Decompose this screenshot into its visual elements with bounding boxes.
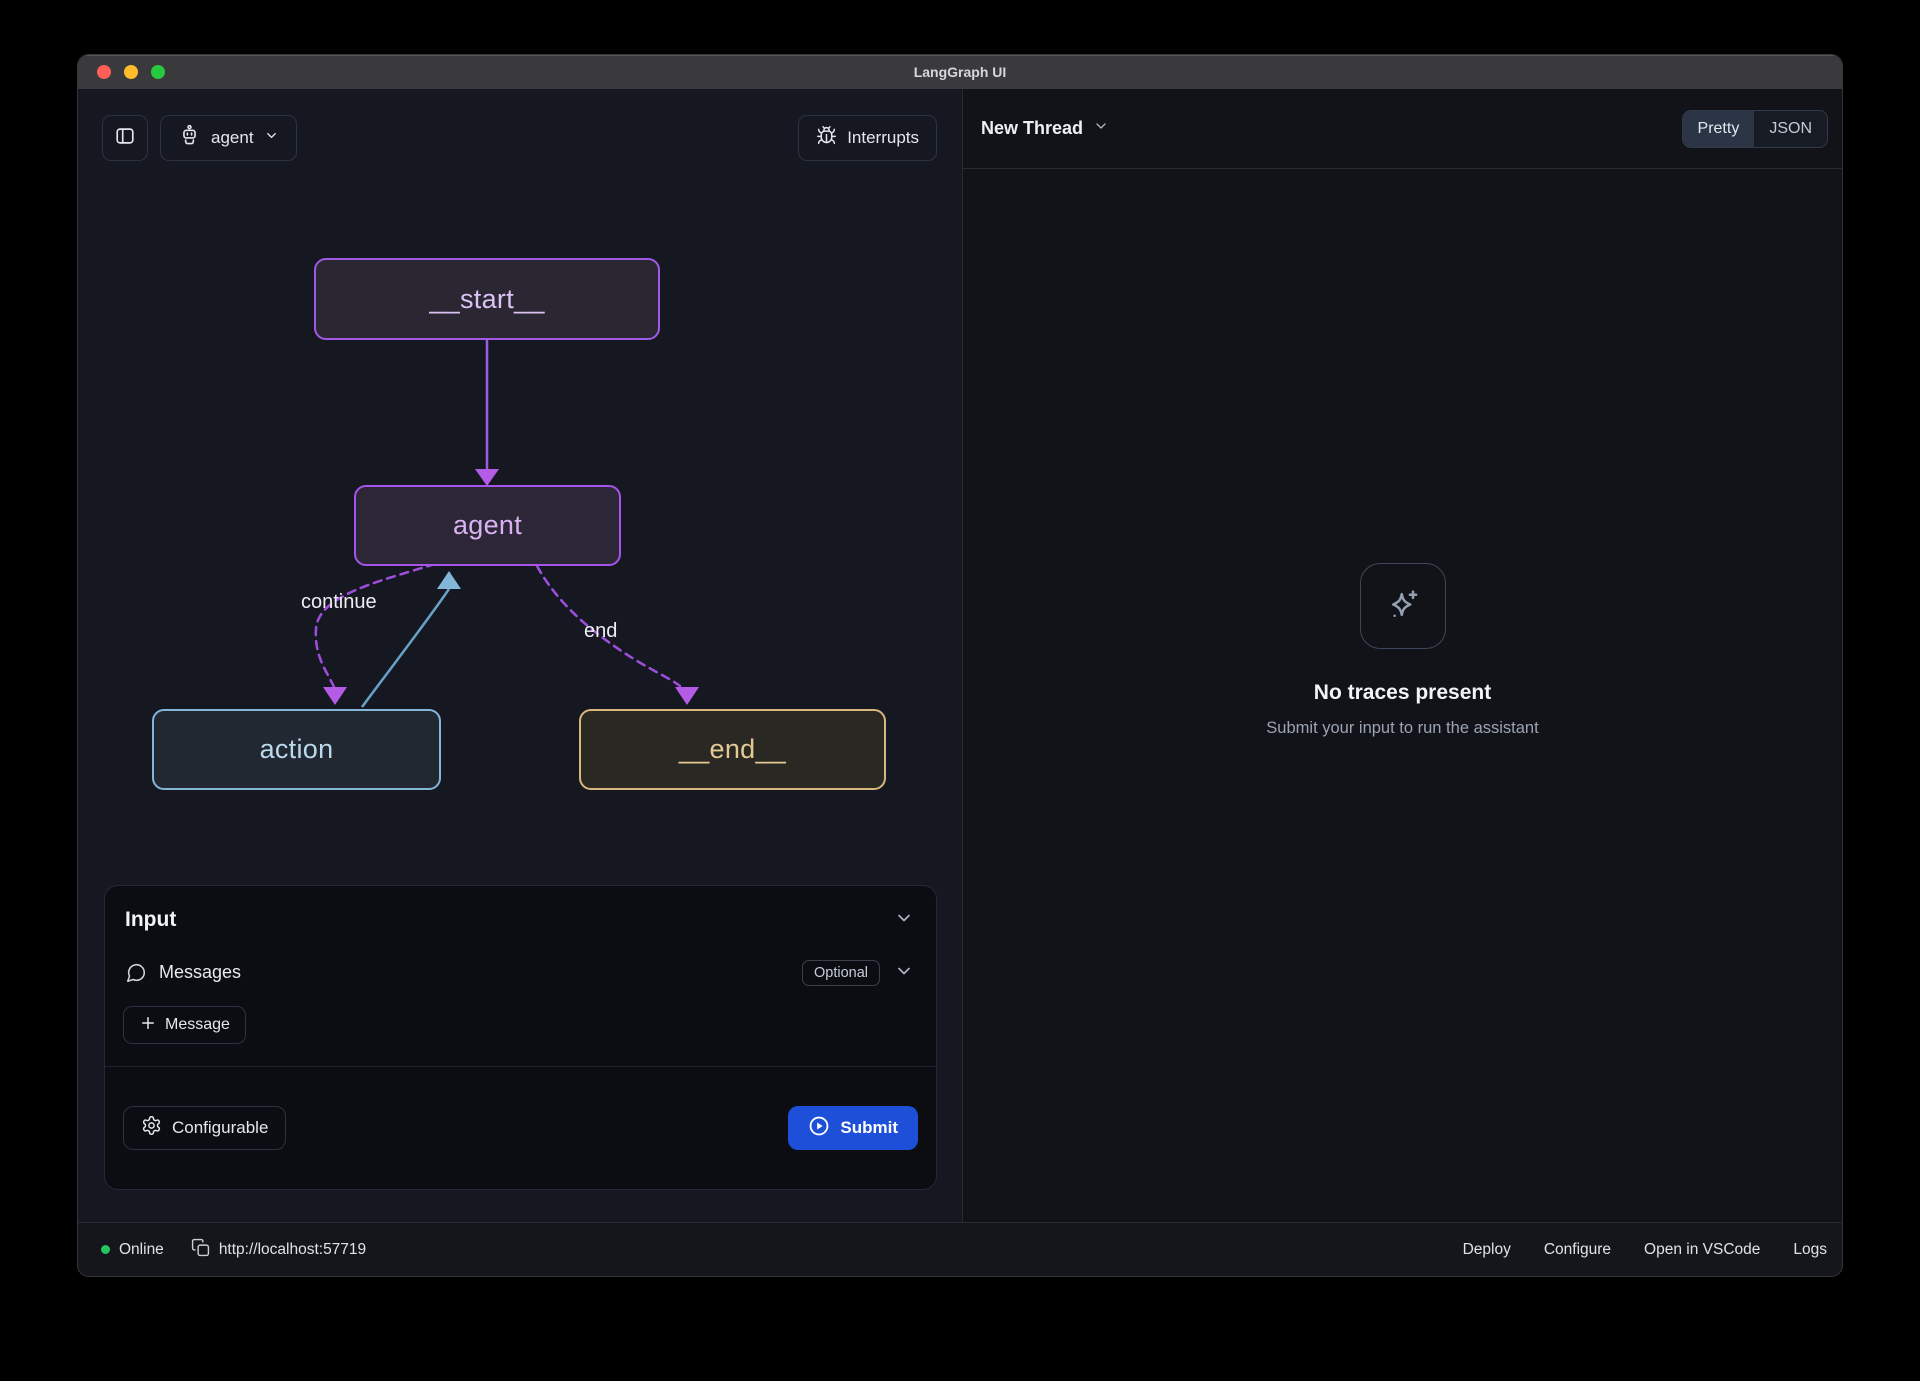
pretty-tab[interactable]: Pretty <box>1682 110 1755 147</box>
graph-node-action[interactable]: action <box>152 709 441 790</box>
window-title: LangGraph UI <box>913 64 1007 80</box>
online-status-dot <box>101 1245 110 1254</box>
agent-selector-dropdown[interactable]: agent <box>160 115 297 161</box>
configurable-label: Configurable <box>172 1118 269 1137</box>
graph-toolbar: agent Interrupts <box>78 89 962 161</box>
empty-state: No traces present Submit your input to r… <box>963 563 1842 738</box>
robot-icon <box>178 124 201 152</box>
input-panel-header: Input <box>105 886 936 933</box>
graph-node-agent[interactable]: agent <box>354 485 621 566</box>
submit-button[interactable]: Submit <box>788 1106 918 1150</box>
add-message-label: Message <box>165 1016 230 1033</box>
logs-link[interactable]: Logs <box>1793 1240 1827 1258</box>
server-url: http://localhost:57719 <box>218 1240 367 1258</box>
zoom-window-button[interactable] <box>151 65 165 79</box>
traffic-lights <box>78 65 165 79</box>
empty-state-subtitle: Submit your input to run the assistant <box>1266 719 1539 737</box>
status-bar: Online http://localhost:57719 Deploy Con… <box>78 1222 1842 1276</box>
input-panel-divider <box>105 1066 936 1067</box>
chevron-down-icon <box>1093 118 1109 139</box>
submit-label: Submit <box>840 1118 898 1137</box>
messages-collapse-button[interactable] <box>892 959 916 986</box>
graph-panel: agent Interrupts <box>78 89 963 1222</box>
chevron-down-icon <box>894 961 914 984</box>
open-in-vscode-link[interactable]: Open in VSCode <box>1644 1240 1761 1258</box>
main-area: agent Interrupts <box>78 89 1842 1222</box>
edge-label-end: end <box>584 620 618 642</box>
agent-selector-label: agent <box>211 128 254 147</box>
thread-panel: New Thread Pretty JSON <box>963 89 1842 1222</box>
input-panel-footer: Configurable Submit <box>105 1067 936 1189</box>
deploy-link[interactable]: Deploy <box>1462 1240 1511 1258</box>
play-circle-icon <box>808 1115 830 1142</box>
graph-canvas[interactable]: __start__ agent action __end__ continue … <box>78 89 962 1222</box>
view-mode-toggle: Pretty JSON <box>1681 109 1828 148</box>
sidebar-toggle-button[interactable] <box>102 115 148 161</box>
close-window-button[interactable] <box>97 65 111 79</box>
chevron-down-icon <box>264 128 279 148</box>
graph-node-end[interactable]: __end__ <box>579 709 886 790</box>
copy-url-button[interactable]: http://localhost:57719 <box>191 1238 366 1262</box>
optional-badge: Optional <box>801 959 880 986</box>
messages-label: Messages <box>159 962 242 982</box>
plus-icon <box>139 1014 157 1037</box>
input-panel: Input Messages <box>104 885 937 1190</box>
empty-state-title: No traces present <box>1313 681 1492 704</box>
titlebar: LangGraph UI <box>78 55 1842 89</box>
input-panel-title: Input <box>125 907 177 931</box>
edge-label-continue: continue <box>301 591 377 613</box>
minimize-window-button[interactable] <box>124 65 138 79</box>
add-message-button[interactable]: Message <box>123 1006 246 1044</box>
chevron-down-icon <box>894 908 914 931</box>
thread-content: No traces present Submit your input to r… <box>963 169 1842 1222</box>
thread-selector-dropdown[interactable]: New Thread <box>981 118 1109 139</box>
copy-icon <box>191 1238 210 1262</box>
messages-row: Messages Optional <box>105 959 936 986</box>
interrupts-button[interactable]: Interrupts <box>798 115 937 161</box>
configurable-button[interactable]: Configurable <box>123 1106 287 1150</box>
graph-edges <box>314 340 699 708</box>
bug-icon <box>816 125 837 151</box>
app-window: LangGraph UI agent <box>77 54 1843 1277</box>
sparkles-icon <box>1359 563 1446 649</box>
message-bubble-icon <box>125 962 147 984</box>
thread-title: New Thread <box>981 118 1084 138</box>
interrupts-label: Interrupts <box>847 128 919 147</box>
thread-header: New Thread Pretty JSON <box>963 89 1842 169</box>
json-tab[interactable]: JSON <box>1754 110 1827 147</box>
gear-icon <box>141 1115 162 1141</box>
graph-node-start[interactable]: __start__ <box>314 258 660 340</box>
panel-left-icon <box>114 125 136 152</box>
configure-link[interactable]: Configure <box>1543 1240 1612 1258</box>
input-collapse-button[interactable] <box>892 906 916 933</box>
online-label: Online <box>119 1240 164 1258</box>
